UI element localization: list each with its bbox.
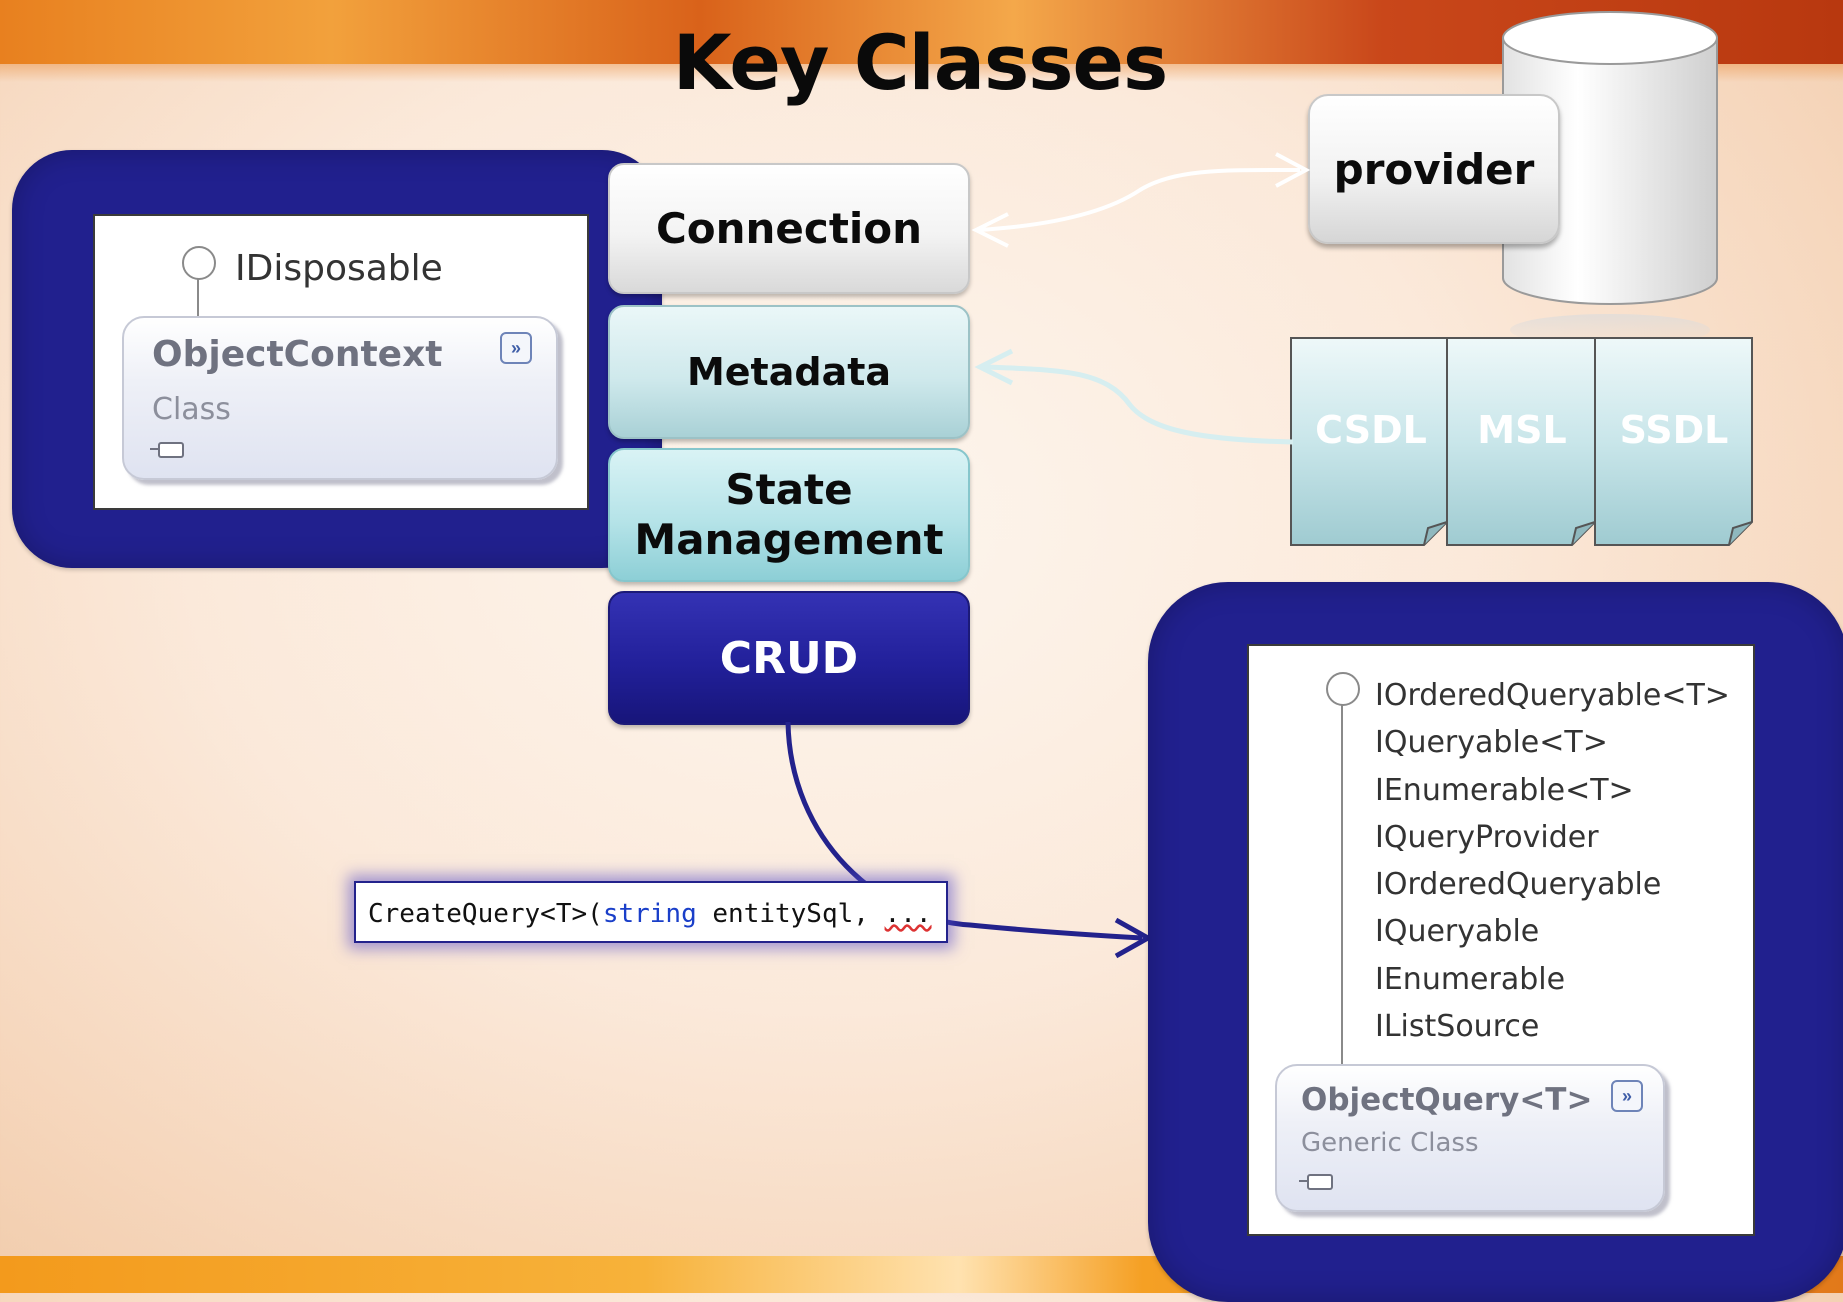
interface-item: IQueryProvider	[1375, 819, 1599, 855]
object-query-class-shape[interactable]: ObjectQuery<T> Generic Class »	[1275, 1064, 1665, 1212]
slide-title: Key Classes	[672, 18, 1168, 107]
object-context-name: ObjectContext	[152, 334, 443, 375]
object-query-kind: Generic Class	[1301, 1128, 1479, 1158]
interface-item: IOrderedQueryable	[1375, 867, 1662, 903]
create-query-code-snippet: CreateQuery<T>(string entitySql, ...	[354, 881, 948, 943]
interfaces-connector	[1341, 705, 1343, 1067]
connection-block[interactable]: Connection	[608, 163, 970, 294]
class-member-icon	[1299, 1174, 1333, 1190]
metadata-label: Metadata	[686, 350, 892, 394]
object-query-name: ObjectQuery<T>	[1301, 1082, 1593, 1118]
object-context-class-shape[interactable]: ObjectContext Class »	[122, 316, 558, 480]
csdl-document-icon	[1290, 337, 1448, 546]
idisposable-label: IDisposable	[235, 248, 443, 289]
state-label-line2: Management	[634, 515, 944, 564]
interface-item: IEnumerable<T>	[1375, 772, 1634, 808]
connection-label: Connection	[655, 204, 923, 253]
state-management-block[interactable]: State Management	[608, 448, 970, 582]
interface-connector	[197, 279, 199, 317]
state-label-line1: State	[725, 464, 853, 514]
class-member-icon	[150, 442, 184, 458]
crud-block[interactable]: CRUD	[608, 591, 970, 725]
interface-item: IEnumerable	[1375, 961, 1566, 997]
interface-item: IQueryable<T>	[1375, 725, 1608, 761]
code-keyword: string	[602, 899, 697, 929]
mapping-metadata-arrow	[974, 348, 1294, 445]
code-ellipsis: ...	[884, 899, 932, 929]
provider-label: provider	[1333, 144, 1535, 194]
interface-list: IOrderedQueryable<T> IQueryable<T> IEnum…	[1375, 672, 1730, 1050]
provider-block[interactable]: provider	[1308, 94, 1560, 244]
interface-item: IOrderedQueryable<T>	[1375, 678, 1730, 713]
interface-item: IQueryable	[1375, 914, 1540, 950]
msl-label: MSL	[1477, 408, 1566, 452]
object-context-kind: Class	[152, 392, 231, 427]
interfaces-lollipop-icon	[1326, 672, 1360, 706]
code-prefix: CreateQuery<T>(	[368, 899, 603, 929]
expand-chevron-icon[interactable]: »	[1611, 1080, 1643, 1112]
metadata-block[interactable]: Metadata	[608, 305, 970, 439]
ssdl-label: SSDL	[1620, 408, 1729, 452]
csdl-label: CSDL	[1315, 408, 1427, 452]
idisposable-lollipop-icon	[182, 246, 216, 280]
ssdl-document-icon	[1594, 337, 1753, 546]
msl-document-icon	[1446, 337, 1596, 546]
crud-label: CRUD	[719, 632, 859, 684]
provider-connection-arrow	[971, 152, 1311, 248]
interface-item: IListSource	[1375, 1009, 1540, 1045]
code-middle: entitySql,	[696, 899, 885, 929]
expand-chevron-icon[interactable]: »	[500, 332, 532, 364]
